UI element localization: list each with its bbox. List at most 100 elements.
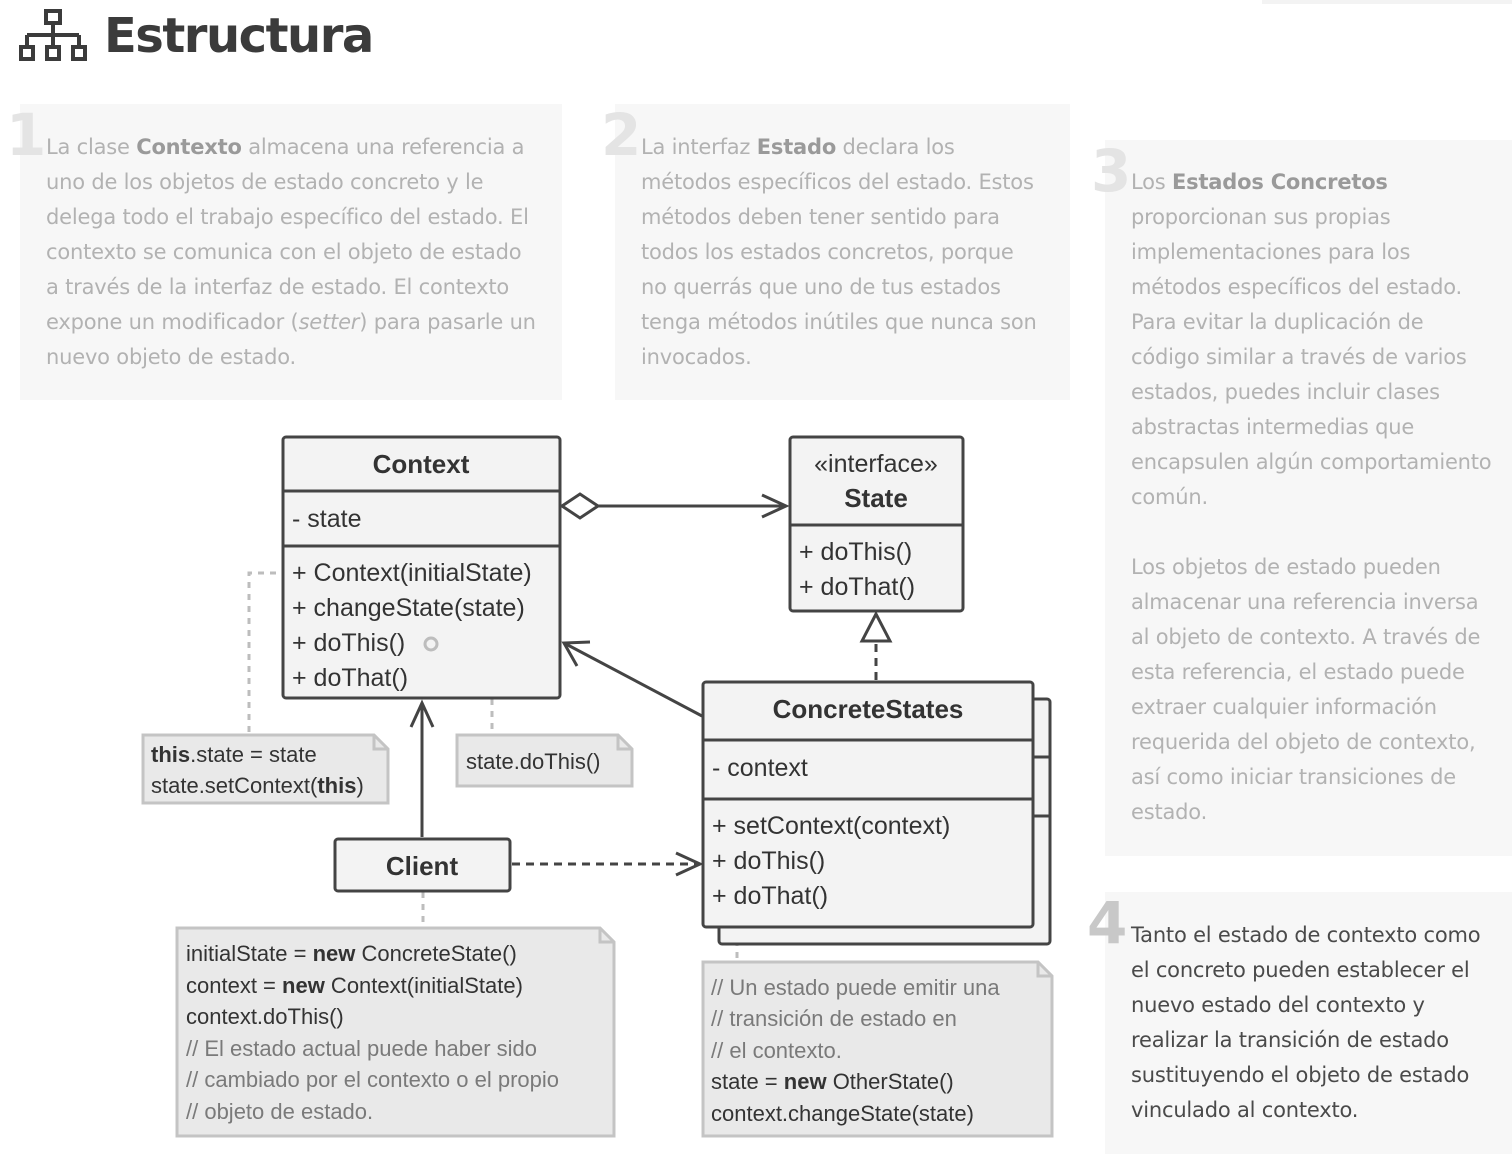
context-class: Context - state + Context(initialState) … <box>281 435 562 700</box>
note-text: La clase Contexto almacena una referenci… <box>46 130 536 375</box>
code-line: context.changeState(state) <box>711 1101 974 1126</box>
text-line: expone un modificador (setter) para pasa… <box>46 310 536 334</box>
text-line: contexto se comunica con el objeto de es… <box>46 240 522 264</box>
text-line: proporcionan sus propias <box>1131 205 1391 229</box>
context-class-name: Context <box>373 449 470 479</box>
code-note-ctor: this.state = state state.setContext(this… <box>141 733 390 805</box>
page-title: Estructura <box>104 8 374 64</box>
client-class: Client <box>333 837 512 893</box>
client-class-name: Client <box>386 851 459 881</box>
text-line: extraer cualquier información <box>1131 695 1437 719</box>
state-interface-name: State <box>844 483 908 513</box>
note-number: 2 <box>601 101 642 169</box>
note-2: 2 La interfaz Estado declara los métodos … <box>601 104 1070 400</box>
text-line: al objeto de contexto. A través de <box>1131 625 1481 649</box>
text-line: La clase Contexto almacena una referenci… <box>46 135 525 159</box>
context-method: + changeState(state) <box>292 594 525 622</box>
note-text: Tanto el estado de contexto como el concr… <box>1131 918 1481 1128</box>
context-method: + Context(initialState) <box>292 559 532 587</box>
text-line: sustituyendo el objeto de estado <box>1131 1063 1470 1087</box>
state-method: + doThis() <box>799 538 912 566</box>
text-line: métodos específicos del estado. Estos <box>641 170 1034 194</box>
text-line: no querrás que uno de tus estados <box>641 275 1001 299</box>
code-line: state.setContext(this) <box>151 773 364 798</box>
note-number: 1 <box>6 101 47 169</box>
text-line: implementaciones para los <box>1131 240 1411 264</box>
hierarchy-icon <box>19 9 87 61</box>
text-line: todos los estados concretos, porque <box>641 240 1014 264</box>
text-line: La interfaz Estado declara los <box>641 135 955 159</box>
note-connector-ctor <box>247 571 288 733</box>
text-line: abstractas intermedias que <box>1131 415 1415 439</box>
text-line: delega todo el trabajo específico del es… <box>46 205 529 229</box>
text-line: código similar a través de varios <box>1131 345 1467 369</box>
concrete-states-class: ConcreteStates - context + setContext(co… <box>701 680 1052 946</box>
note-text: La interfaz Estado declara los métodos es… <box>641 130 1037 375</box>
code-line: // El estado actual puede haber sido <box>186 1036 537 1061</box>
text-line: nuevo estado del contexto y <box>1131 993 1425 1017</box>
code-line: state.doThis() <box>466 749 601 774</box>
code-line: context = new Context(initialState) <box>186 973 523 998</box>
context-method: + doThat() <box>292 664 408 692</box>
note-text: Los Estados Concretos proporcionan sus pr… <box>1131 165 1492 830</box>
client-context-arrow <box>409 699 435 837</box>
code-line: // cambiado por el contexto o el propio <box>186 1067 559 1092</box>
text-line: tenga métodos inútiles que nunca son <box>641 310 1037 334</box>
text-line: uno de los objetos de estado concreto y … <box>46 170 484 194</box>
concrete-method: + doThis() <box>712 847 825 875</box>
text-line: métodos deben tener sentido para <box>641 205 1000 229</box>
code-note-concrete: // Un estado puede emitir una // transic… <box>701 960 1054 1138</box>
note-number: 4 <box>1087 889 1128 957</box>
state-method: + doThat() <box>799 573 915 601</box>
state-interface: «interface» State + doThis() + doThat() <box>788 435 965 613</box>
code-note-dothis: state.doThis() <box>455 733 634 788</box>
note-1: 1 La clase Contexto almacena una referen… <box>6 104 562 400</box>
note-number: 3 <box>1091 137 1132 205</box>
text-line: estados, puedes incluir clases <box>1131 380 1440 404</box>
aggregation-arrow <box>559 492 790 520</box>
text-line: Tanto el estado de contexto como <box>1131 923 1481 947</box>
code-line: // el contexto. <box>711 1038 842 1063</box>
text-line: encapsulen algún comportamiento <box>1131 450 1492 474</box>
code-line: context.doThis() <box>186 1004 344 1029</box>
concrete-method: + setContext(context) <box>712 812 950 840</box>
state-stereotype: «interface» <box>814 450 938 478</box>
concrete-field: - context <box>712 754 808 782</box>
text-line: requerida del objeto de contexto, <box>1131 730 1476 754</box>
text-line: común. <box>1131 485 1208 509</box>
client-dependency-arrow <box>512 851 704 877</box>
text-line: métodos específicos del estado. <box>1131 275 1462 299</box>
code-line: this.state = state <box>151 742 317 767</box>
note-3: 3 Los Estados Concretos proporcionan sus … <box>1091 140 1512 856</box>
text-line: realizar la transición de estado <box>1131 1028 1449 1052</box>
note-anchor-dot <box>423 636 439 652</box>
text-line: Los Estados Concretos <box>1131 170 1388 194</box>
text-line: así como iniciar transiciones de <box>1131 765 1456 789</box>
text-line: Para evitar la duplicación de <box>1131 310 1424 334</box>
code-note-client: initialState = new ConcreteState() conte… <box>175 926 616 1138</box>
concrete-method: + doThat() <box>712 882 828 910</box>
context-field: - state <box>292 505 361 533</box>
context-method: + doThis() <box>292 629 405 657</box>
text-line: el concreto pueden establecer el <box>1131 958 1470 982</box>
realization-arrow <box>859 610 893 680</box>
section-header: Estructura <box>18 6 374 66</box>
text-line: esta referencia, el estado puede <box>1131 660 1465 684</box>
text-line: nuevo objeto de estado. <box>46 345 296 369</box>
code-line: // transición de estado en <box>711 1006 957 1031</box>
text-line: almacenar una referencia inversa <box>1131 590 1479 614</box>
text-line: invocados. <box>641 345 752 369</box>
note-4: 4 Tanto el estado de contexto como el con… <box>1087 892 1512 1154</box>
code-line: // objeto de estado. <box>186 1099 373 1124</box>
association-arrow <box>561 640 703 718</box>
text-line: Los objetos de estado pueden <box>1131 555 1441 579</box>
code-line: // Un estado puede emitir una <box>711 975 1000 1000</box>
text-line: estado. <box>1131 800 1208 824</box>
text-line: a través de la interfaz de estado. El co… <box>46 275 510 299</box>
code-line: initialState = new ConcreteState() <box>186 941 517 966</box>
text-line: vinculado al contexto. <box>1131 1098 1359 1122</box>
corner-decoration <box>1262 0 1512 4</box>
code-line: state = new OtherState() <box>711 1069 954 1094</box>
concrete-class-name: ConcreteStates <box>773 694 964 724</box>
